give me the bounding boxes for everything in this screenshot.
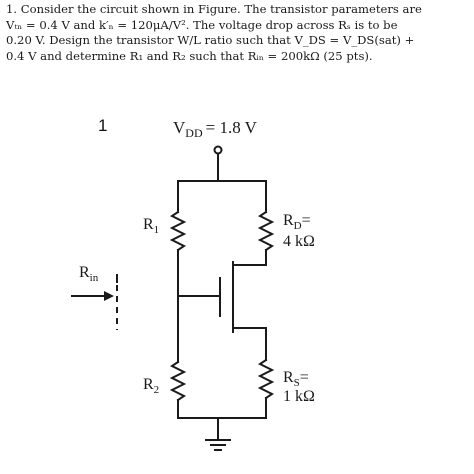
rin-arrow-head [104,291,114,301]
r2-resistor [169,360,187,402]
problem-statement: 1. Consider the circuit shown in Figure.… [6,2,468,64]
vdd-label: VDD= 1.8 V [173,118,258,140]
rs-resistor [257,358,275,400]
figure-number: 1 [98,116,108,135]
rd-resistor [257,210,275,252]
rd-value: 4 kΩ [283,233,315,250]
r2-label: R2 [143,376,159,396]
problem-line-2: Vₜₙ = 0.4 V and k′ₙ = 120μA/V². The volt… [6,17,398,32]
vdd-terminal [213,145,223,155]
problem-line-4: 0.4 V and determine R₁ and R₂ such that … [6,48,373,63]
rs-value: 1 kΩ [283,388,315,405]
problem-line-1: 1. Consider the circuit shown in Figure.… [6,2,422,16]
rs-label: RS= [283,369,309,389]
rin-label: Rin [79,264,99,284]
r1-label: R1 [143,216,159,236]
problem-line-3: 0.20 V. Design the transistor W/L ratio … [6,33,415,47]
r1-resistor [169,210,187,252]
rd-label: RD= [283,212,311,232]
